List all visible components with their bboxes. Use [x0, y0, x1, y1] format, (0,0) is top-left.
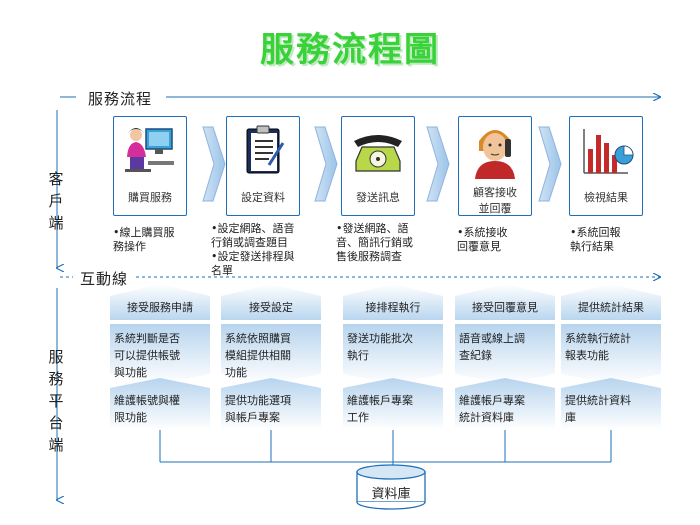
database-icon: [356, 464, 426, 510]
platform-process-4: 語音或線上調查紀錄: [459, 332, 525, 362]
service-flow-label: 服務流程: [88, 90, 153, 108]
step-name: 檢視結果: [584, 191, 628, 204]
platform-process-1: 系統判斷是否可以提供帳號與功能: [114, 332, 180, 379]
bar-chart-icon: [583, 129, 634, 174]
step-name: 設定資料: [241, 191, 285, 204]
platform-support-1: 維護帳號與權限功能: [114, 394, 180, 424]
step-desc-results: •系統回報執行結果: [570, 226, 621, 253]
step-card-reply: 顧客接收 並回覆: [458, 116, 532, 216]
step-card-results: 檢視結果: [569, 116, 643, 216]
platform-support-4: 維護帳戶專案統計資料庫: [459, 394, 525, 424]
telephone-icon: [354, 135, 402, 172]
step-card-purchase: 購買服務: [113, 116, 187, 216]
page-title: 服務流程圖: [260, 30, 440, 70]
platform-blocks: [110, 284, 661, 430]
customer-phone-icon: [475, 130, 515, 179]
platform-support-2: 提供功能選項與帳戶專案: [225, 394, 291, 424]
computer-user-icon: [125, 128, 174, 172]
step-card-settings: 設定資料: [226, 116, 300, 216]
step-desc-reply: •系統接收回覆意見: [457, 226, 508, 253]
database-label: 資料庫: [371, 487, 411, 502]
platform-header-2: 接受設定: [249, 301, 293, 314]
platform-header-3: 接排程執行: [365, 301, 421, 314]
step-card-send: 發送訊息: [341, 116, 415, 216]
step-name: 購買服務: [128, 191, 172, 204]
platform-process-3: 發送功能批次執行: [347, 332, 413, 362]
platform-header-1: 接受服務申請: [127, 301, 193, 314]
platform-header-4: 接受回覆意見: [472, 301, 538, 314]
database-connectors: [159, 430, 612, 470]
platform-support-5: 提供統計資料庫: [565, 394, 631, 424]
step-desc-settings: •設定網路、語音行銷或調查題目 •設定發送排程與名單: [211, 222, 295, 277]
platform-process-5: 系統執行統計報表功能: [565, 332, 631, 362]
interaction-line-label: 互動線: [80, 270, 129, 288]
step-name: 顧客接收 並回覆: [473, 186, 517, 215]
clipboard-icon: [246, 125, 285, 174]
step-desc-send: •發送網路、語音、簡訊行銷或 售後服務調查: [336, 222, 413, 263]
platform-support-3: 維護帳戶專案工作: [347, 394, 413, 424]
step-desc-purchase: •線上購買服務操作: [113, 226, 175, 253]
platform-process-2: 系統依照購買模組提供相關功能: [225, 332, 291, 379]
flow-chevrons: [202, 126, 562, 202]
platform-side-label: 服 務 平 台 端: [48, 348, 64, 454]
platform-header-5: 提供統計結果: [578, 301, 644, 314]
step-name: 發送訊息: [356, 191, 400, 204]
customer-side-label: 客 戶 端: [48, 170, 64, 232]
